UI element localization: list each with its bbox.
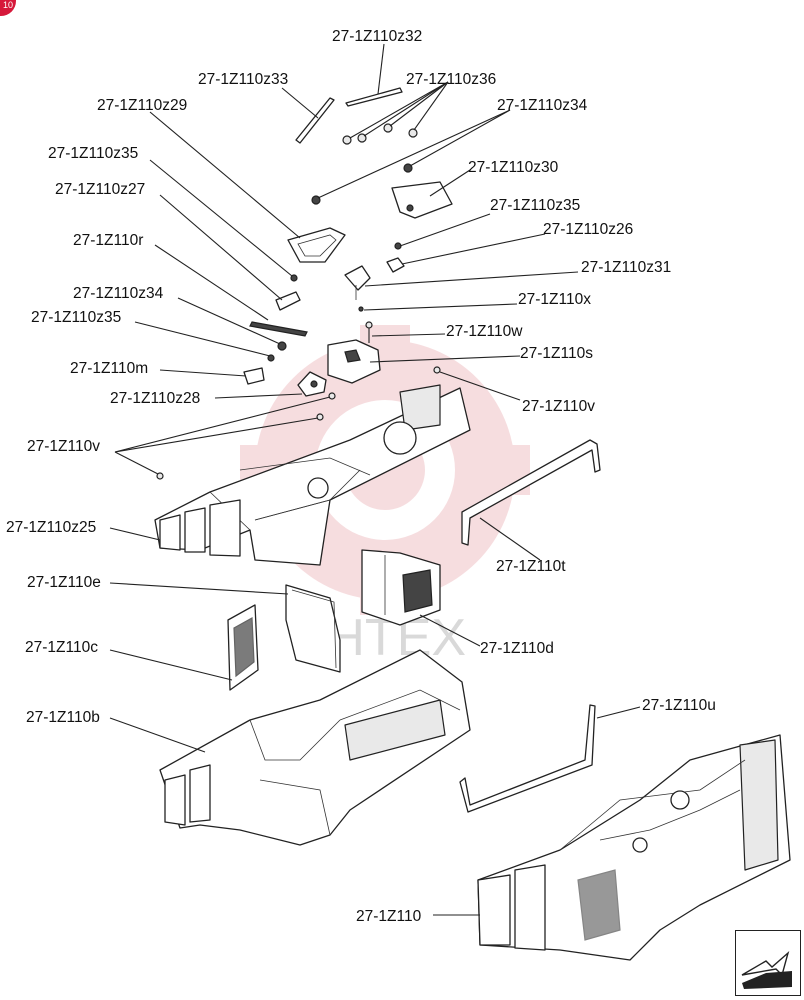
part-label-u: 27-1Z110u	[642, 697, 716, 714]
part-label-z35-top: 27-1Z110z35	[48, 145, 138, 162]
screws-v	[156, 366, 441, 480]
part-label-z34-mid: 27-1Z110z34	[73, 285, 164, 302]
part-label-z27: 27-1Z110z27	[55, 181, 145, 198]
clip-m	[243, 367, 265, 385]
part-label-v-right: 27-1Z110v	[522, 398, 595, 415]
belt-r	[249, 321, 308, 337]
part-labels: 27-1Z110z32 27-1Z110z33 27-1Z110z36 27-1…	[6, 28, 716, 925]
part-label-c: 27-1Z110c	[25, 639, 98, 656]
part-label-z30: 27-1Z110z30	[468, 159, 559, 176]
page-badge-number: 10	[3, 0, 14, 10]
pin-z27	[275, 291, 301, 311]
part-label-z33: 27-1Z110z33	[198, 71, 288, 88]
arrow-right-icon	[741, 950, 792, 989]
gasket-z29	[287, 227, 346, 263]
part-label-z34-top: 27-1Z110z34	[497, 97, 588, 114]
part-label-z28: 27-1Z110z28	[110, 390, 200, 407]
view-navigation-button[interactable]	[735, 930, 801, 996]
grille-c	[227, 604, 259, 691]
lever-z26	[386, 257, 405, 273]
part-label-main-assembly: 27-1Z110	[356, 908, 422, 925]
part-label-z36: 27-1Z110z36	[406, 71, 496, 88]
part-label-d: 27-1Z110d	[480, 640, 554, 657]
rod-z33	[295, 97, 335, 144]
arm-z31	[344, 265, 371, 300]
lever-z28	[297, 371, 327, 397]
part-label-m: 27-1Z110m	[70, 360, 148, 377]
part-label-z35-mid: 27-1Z110z35	[31, 309, 121, 326]
rod-t	[461, 439, 601, 546]
part-label-z31: 27-1Z110z31	[581, 259, 671, 276]
part-label-r: 27-1Z110r	[73, 232, 143, 249]
part-label-z32: 27-1Z110z32	[332, 28, 422, 45]
part-label-s: 27-1Z110s	[520, 345, 593, 362]
part-label-e: 27-1Z110e	[27, 574, 101, 591]
part-label-z25: 27-1Z110z25	[6, 519, 96, 536]
part-label-x: 27-1Z110x	[518, 291, 591, 308]
assembled-unit	[477, 734, 791, 961]
rod-u	[459, 704, 596, 813]
screw-w	[365, 321, 373, 343]
lower-housing-b	[159, 649, 471, 846]
part-label-v-left: 27-1Z110v	[27, 438, 100, 455]
part-label-b: 27-1Z110b	[26, 709, 100, 726]
part-label-t: 27-1Z110t	[496, 558, 566, 575]
leader-lines	[109, 43, 641, 916]
filter-e	[285, 584, 341, 673]
part-label-w: 27-1Z110w	[446, 323, 523, 340]
small-x	[358, 306, 364, 312]
screw-z35-mid	[267, 354, 275, 362]
part-label-z26: 27-1Z110z26	[543, 221, 633, 238]
actuator-s	[327, 339, 381, 384]
upper-housing-z25	[154, 384, 471, 566]
clips-z36	[342, 123, 418, 145]
part-label-z35-right: 27-1Z110z35	[490, 197, 580, 214]
rod-z32	[345, 87, 403, 107]
part-label-z29: 27-1Z110z29	[97, 97, 187, 114]
flap-d	[361, 549, 441, 626]
